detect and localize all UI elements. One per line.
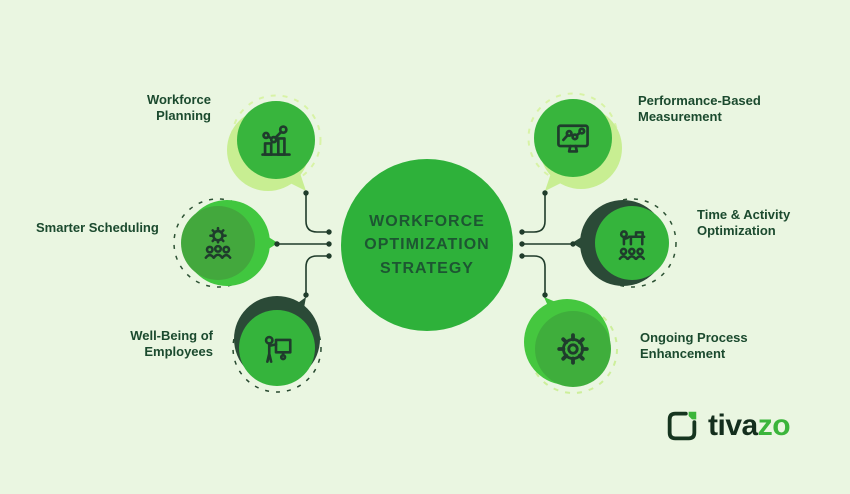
node-ongoing-process [535, 311, 611, 387]
node-workforce-planning [237, 101, 315, 179]
node-well-being [239, 310, 315, 386]
logo-text-dark: tiva [708, 409, 758, 442]
gear-icon [557, 333, 589, 365]
node-performance [534, 99, 612, 177]
node-smarter-scheduling [181, 206, 255, 280]
connector-dots [274, 190, 576, 298]
central-title: WORKFORCE OPTIMIZATION STRATEGY [364, 213, 490, 277]
tivazo-logo: tivazo [663, 407, 791, 445]
desk-team-icon [618, 230, 646, 261]
dashed-ring [587, 198, 677, 288]
logo-text-green: zo [757, 409, 791, 442]
label-time-activity: Time & Activity Optimization [697, 207, 791, 238]
dashed-ring [230, 94, 322, 186]
gear-team-icon [204, 226, 232, 259]
tivazo-bracket-icon [667, 411, 697, 441]
label-performance: Performance-Based Measurement [638, 93, 761, 124]
monitor-chart-icon [557, 124, 589, 153]
presenter-board-icon [264, 335, 292, 363]
label-ongoing-process: Ongoing Process Enhancement [640, 330, 748, 361]
dashed-ring [232, 303, 322, 393]
label-workforce-planning: Workforce Planning [146, 92, 211, 123]
label-smarter-scheduling: Smarter Scheduling [36, 220, 159, 235]
connector-lines [277, 193, 573, 295]
bar-chart-trend-icon [261, 125, 291, 156]
node-time-activity [595, 206, 669, 280]
logo-wordmark: tivazo [708, 409, 791, 443]
label-well-being: Well-Being of Employees [130, 328, 213, 359]
central-node: WORKFORCE OPTIMIZATION STRATEGY [341, 159, 513, 331]
